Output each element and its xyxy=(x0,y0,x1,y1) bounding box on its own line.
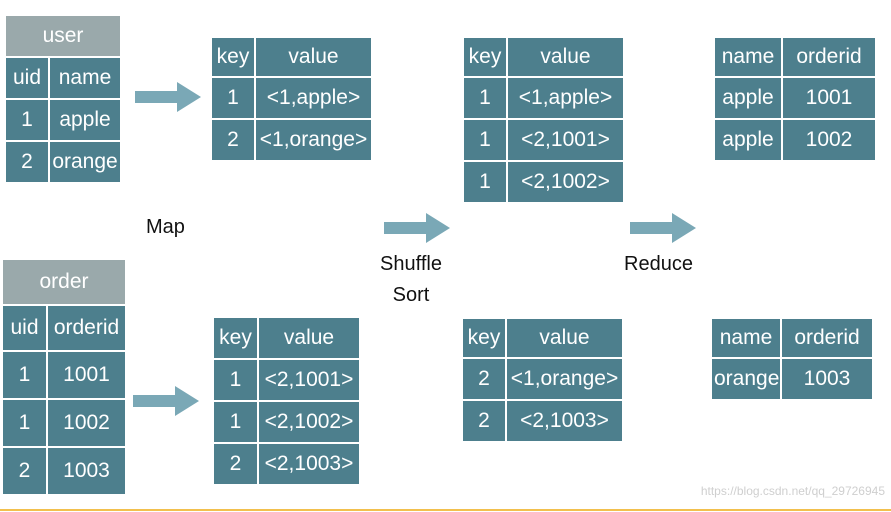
table-cell: 1 xyxy=(4,98,50,142)
table-cell: <2,1001> xyxy=(257,358,361,402)
shuffle-key2-table: key value 2 <1,orange> 2 <2,1003> xyxy=(461,317,624,443)
watermark-text: https://blog.csdn.net/qq_29726945 xyxy=(700,484,885,498)
column-header: orderid xyxy=(46,304,127,352)
table-cell: 1002 xyxy=(46,398,127,448)
column-header: uid xyxy=(4,56,50,100)
shuffle-key1-table: key value 1 <1,apple> 1 <2,1001> 1 <2,10… xyxy=(462,36,625,204)
table-cell: 1 xyxy=(1,350,48,400)
column-header: value xyxy=(505,317,624,359)
column-header: name xyxy=(710,317,782,359)
table-caption: order xyxy=(1,258,127,306)
arrow-right-icon xyxy=(133,386,199,416)
table-cell: <1,orange> xyxy=(254,118,373,162)
sort-label: Sort xyxy=(392,284,430,306)
table-cell: 1003 xyxy=(46,446,127,496)
arrow-right-icon xyxy=(135,82,201,112)
reduce-apple-table: name orderid apple 1001 apple 1002 xyxy=(713,36,877,162)
order-table: order uid orderid 1 1001 1 1002 2 1003 xyxy=(1,258,127,496)
table-cell: 1001 xyxy=(781,76,877,120)
table-cell: 2 xyxy=(210,118,256,162)
user-table: user uid name 1 apple 2 orange xyxy=(3,14,123,184)
table-cell: 1 xyxy=(210,76,256,120)
table-cell: <1,apple> xyxy=(254,76,373,120)
table-cell: 2 xyxy=(461,399,507,443)
table-cell: <2,1003> xyxy=(505,399,624,443)
table-cell: <2,1002> xyxy=(257,400,361,444)
column-header: value xyxy=(257,316,361,360)
table-cell: <2,1002> xyxy=(506,160,625,204)
table-cell: 2 xyxy=(1,446,48,496)
table-cell: 1 xyxy=(212,358,259,402)
table-cell: 1 xyxy=(462,160,508,204)
column-header: orderid xyxy=(781,36,877,78)
table-cell: apple xyxy=(713,118,783,162)
column-header: uid xyxy=(1,304,48,352)
table-cell: 1 xyxy=(462,76,508,120)
map-order-output-table: key value 1 <2,1001> 1 <2,1002> 2 <2,100… xyxy=(212,316,361,486)
column-header: name xyxy=(47,56,123,100)
column-header: orderid xyxy=(780,317,874,359)
shuffle-label: Shuffle xyxy=(380,253,442,275)
arrow-right-icon xyxy=(630,213,696,243)
table-cell: apple xyxy=(713,76,783,120)
table-caption: user xyxy=(3,14,123,58)
table-cell: 2 xyxy=(461,357,507,401)
table-cell: 1 xyxy=(212,400,259,444)
column-header: value xyxy=(254,36,373,78)
column-header: value xyxy=(506,36,625,78)
bottom-divider xyxy=(0,509,891,511)
table-cell: 1 xyxy=(1,398,48,448)
table-cell: <2,1003> xyxy=(257,442,361,486)
table-cell: 2 xyxy=(212,442,259,486)
table-cell: 1 xyxy=(462,118,508,162)
table-cell: <2,1001> xyxy=(506,118,625,162)
column-header: key xyxy=(210,36,256,78)
reduce-label: Reduce xyxy=(624,253,693,275)
column-header: key xyxy=(212,316,259,360)
table-cell: 1003 xyxy=(780,357,874,401)
map-label: Map xyxy=(146,216,185,238)
column-header: key xyxy=(462,36,508,78)
column-header: key xyxy=(461,317,507,359)
table-cell: apple xyxy=(47,98,123,142)
table-cell: orange xyxy=(47,140,123,184)
table-cell: 2 xyxy=(4,140,50,184)
map-user-output-table: key value 1 <1,apple> 2 <1,orange> xyxy=(210,36,373,162)
table-cell: <1,orange> xyxy=(505,357,624,401)
column-header: name xyxy=(713,36,783,78)
reduce-orange-table: name orderid orange 1003 xyxy=(710,317,874,401)
table-cell: orange xyxy=(710,357,782,401)
table-cell: <1,apple> xyxy=(506,76,625,120)
table-cell: 1001 xyxy=(46,350,127,400)
arrow-right-icon xyxy=(384,213,450,243)
table-cell: 1002 xyxy=(781,118,877,162)
